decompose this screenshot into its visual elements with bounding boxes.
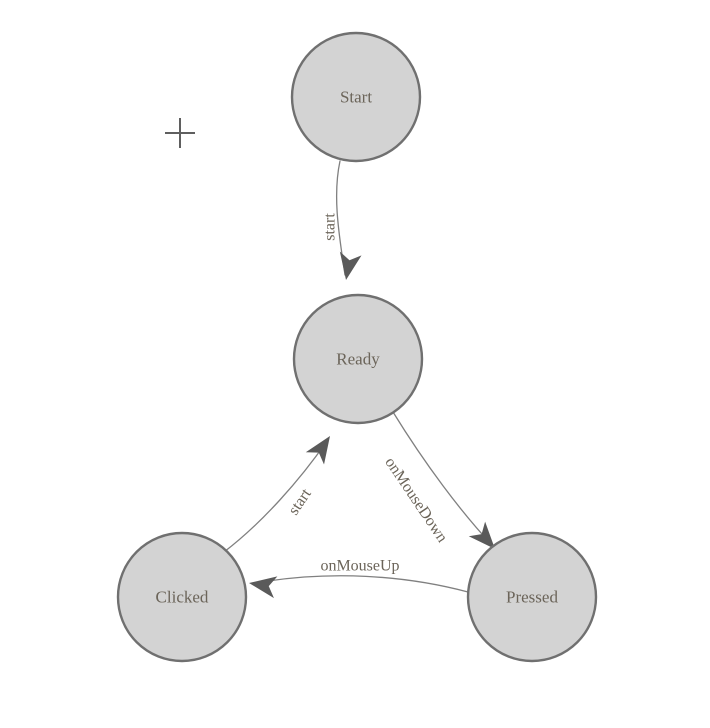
- edge-label-start-to-ready: start: [322, 213, 339, 241]
- state-node-label-ready: Ready: [336, 350, 380, 369]
- crosshair-cursor-icon: [165, 118, 195, 148]
- edge-label-pressed-to-clicked: onMouseUp: [320, 558, 399, 575]
- edge-pressed-to-clicked[interactable]: [267, 575, 469, 593]
- edge-clicked-to-ready[interactable]: [223, 440, 328, 553]
- arrowhead-icon-pressed-to-clicked: [249, 576, 278, 599]
- state-node-clicked[interactable]: Clicked: [116, 531, 248, 663]
- arrowhead-layer: [249, 251, 495, 599]
- arrowhead-icon-clicked-to-ready: [305, 436, 330, 465]
- state-node-circle-clicked[interactable]: [116, 531, 248, 663]
- edge-path-pressed-to-clicked[interactable]: [267, 575, 469, 593]
- state-node-circle-pressed[interactable]: [466, 531, 598, 663]
- state-node-label-clicked: Clicked: [156, 588, 209, 607]
- state-node-label-pressed: Pressed: [506, 588, 558, 607]
- state-node-start[interactable]: Start: [290, 31, 422, 163]
- edge-label-clicked-to-ready: start: [285, 485, 315, 518]
- edge-ready-to-pressed[interactable]: [392, 411, 493, 546]
- edge-label-ready-to-pressed: onMouseDown: [381, 454, 450, 545]
- state-node-pressed[interactable]: Pressed: [466, 531, 598, 663]
- edge-path-clicked-to-ready[interactable]: [223, 440, 328, 553]
- state-node-ready[interactable]: Ready: [292, 293, 424, 425]
- edge-path-ready-to-pressed[interactable]: [392, 411, 493, 546]
- state-node-circle-start[interactable]: [290, 31, 422, 163]
- node-layer: Start Ready Clicked Pressed: [116, 31, 598, 663]
- state-node-label-start: Start: [340, 88, 372, 107]
- state-node-circle-ready[interactable]: [292, 293, 424, 425]
- arrowhead-icon-ready-to-pressed: [468, 521, 495, 549]
- arrowhead-icon-start-to-ready: [339, 251, 362, 280]
